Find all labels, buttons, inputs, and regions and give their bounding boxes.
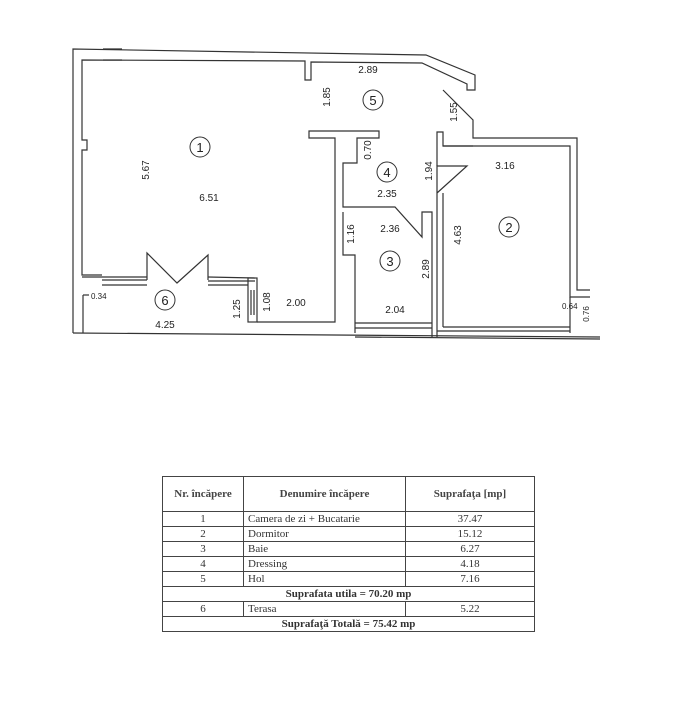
dim-label: 1.08	[262, 292, 273, 312]
header-name: Denumire încăpere	[243, 476, 406, 512]
walls	[72, 48, 601, 340]
room-area: 6.27	[405, 541, 535, 557]
room-nr: 5	[162, 571, 244, 587]
dim-label: 1.94	[424, 161, 435, 181]
dim-label: 2.00	[286, 298, 306, 309]
room-name: Terasa	[243, 601, 406, 617]
useful-area-total: Suprafata utila = 70.20 mp	[162, 586, 535, 602]
dim-label: 0.76	[582, 306, 591, 322]
room-nr: 2	[162, 526, 244, 542]
room-nr: 6	[162, 601, 244, 617]
dim-label: 4.63	[453, 225, 464, 245]
room-area: 37.47	[405, 511, 535, 527]
useful-area-row: Suprafata utila = 70.20 mp	[162, 586, 535, 602]
room-area: 4.18	[405, 556, 535, 572]
floor-plan: 1 2 3 4 5 6 2.89 1.85 1.55 5.67 6.51 0.7…	[72, 48, 601, 340]
room-name: Baie	[243, 541, 406, 557]
dim-label: 2.89	[358, 65, 378, 76]
dim-label: 0.34	[91, 292, 107, 301]
room-area: 15.12	[405, 526, 535, 542]
header-nr: Nr. încăpere	[162, 476, 244, 512]
room-nr: 4	[162, 556, 244, 572]
dim-label: 0.70	[363, 140, 374, 160]
room-name: Dormitor	[243, 526, 406, 542]
dim-label: 0.64	[562, 302, 578, 311]
room-nr: 3	[162, 541, 244, 557]
dim-label: 1.55	[449, 102, 460, 122]
table-header: Nr. încăpere Denumire încăpere Suprafaţa…	[162, 476, 535, 512]
room-number-1: 1	[196, 140, 203, 155]
dim-label: 6.51	[199, 193, 219, 204]
dimension-labels: 2.89 1.85 1.55 5.67 6.51 0.70 1.94 2.35 …	[91, 65, 591, 331]
total-area-row: Suprafaţă Totală = 75.42 mp	[162, 616, 535, 632]
room-labels: 1 2 3 4 5 6	[154, 89, 520, 311]
room-number-6: 6	[161, 293, 168, 308]
room-name: Hol	[243, 571, 406, 587]
dim-label: 4.25	[155, 320, 175, 331]
room-nr: 1	[162, 511, 244, 527]
room-name: Dressing	[243, 556, 406, 572]
room-area: 5.22	[405, 601, 535, 617]
room-number-2: 2	[505, 220, 512, 235]
dim-label: 1.16	[346, 224, 357, 244]
dim-label: 1.25	[232, 299, 243, 319]
dim-label: 3.16	[495, 161, 515, 172]
dim-label: 2.36	[380, 224, 400, 235]
dim-label: 1.85	[322, 87, 333, 107]
total-area: Suprafaţă Totală = 75.42 mp	[162, 616, 535, 632]
room-number-4: 4	[383, 165, 390, 180]
room-name: Camera de zi + Bucatarie	[243, 511, 406, 527]
dim-label: 2.04	[385, 305, 405, 316]
dim-label: 2.35	[377, 189, 397, 200]
room-area-table: Nr. încăpere Denumire încăpere Suprafaţa…	[162, 476, 535, 632]
header-area: Suprafaţa [mp]	[405, 476, 535, 512]
room-area: 7.16	[405, 571, 535, 587]
room-number-3: 3	[386, 254, 393, 269]
dim-label: 5.67	[141, 160, 152, 180]
dim-label: 2.89	[421, 259, 432, 279]
room-number-5: 5	[369, 93, 376, 108]
